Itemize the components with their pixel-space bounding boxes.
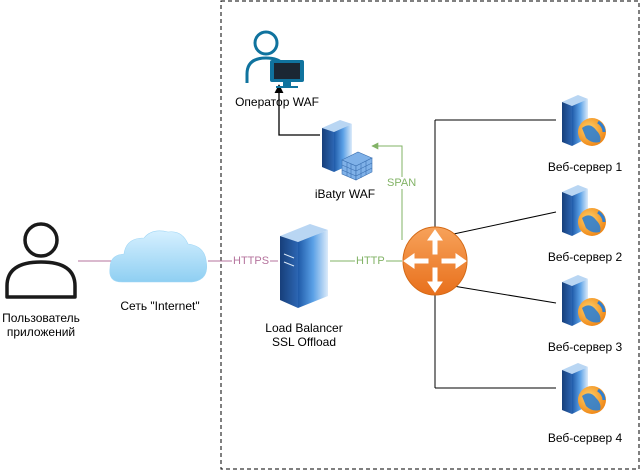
web-server-1-icon (562, 95, 606, 146)
user-label-line1: Пользователь (2, 311, 80, 325)
dmz-boundary (220, 0, 640, 470)
server-3-label: Веб-сервер 3 (547, 340, 623, 354)
server-1-label: Веб-сервер 1 (547, 160, 623, 174)
load-balancer-icon (280, 224, 328, 308)
server-2-label: Веб-сервер 2 (547, 250, 623, 264)
span-link (371, 142, 403, 240)
user-icon (5, 222, 77, 299)
web-server-4-icon (562, 363, 606, 414)
waf-icon (322, 120, 373, 181)
load-balancer-label-line2: SSL Offload (271, 335, 337, 349)
web-server-2-icon (562, 185, 606, 236)
cloud-icon (109, 230, 207, 283)
user-label: Пользователь приложений (0, 311, 86, 339)
http-label: HTTP (355, 255, 386, 267)
waf-label: iBatyr WAF (314, 187, 376, 201)
router-icon (402, 226, 468, 296)
https-label: HTTPS (232, 255, 271, 267)
load-balancer-label: Load Balancer SSL Offload (249, 321, 359, 349)
server-4-label: Веб-сервер 4 (547, 431, 623, 445)
operator-waf-link (274, 84, 320, 136)
span-label: SPAN (386, 177, 418, 189)
operator-label: Оператор WAF (235, 95, 319, 109)
web-server-3-icon (562, 275, 606, 326)
link-server-2 (434, 211, 557, 239)
internet-label: Сеть "Internet" (120, 299, 200, 313)
operator-icon (245, 30, 304, 88)
user-label-line2: приложений (6, 325, 76, 339)
load-balancer-label-line1: Load Balancer (265, 321, 343, 335)
